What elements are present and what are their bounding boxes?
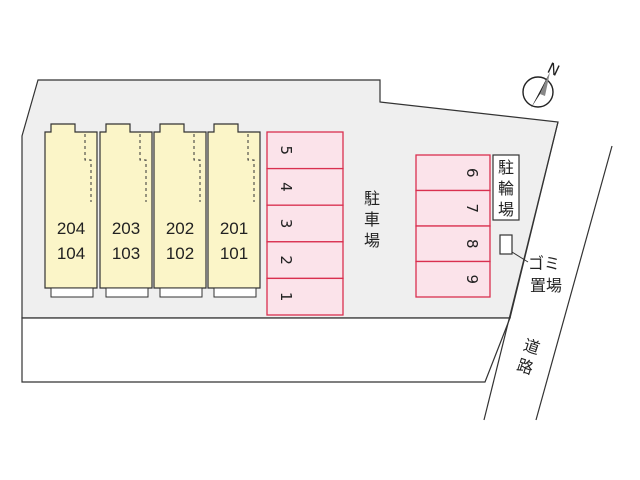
- bicycle-label-char: 駐: [498, 158, 514, 177]
- building-outline: [99, 123, 153, 289]
- unit-number-upper: 204: [57, 219, 85, 238]
- parking-label-char: 車: [364, 210, 380, 229]
- parking-label-char: 場: [364, 231, 380, 250]
- road-edge-line: [483, 121, 559, 421]
- garbage-leader-line: [511, 251, 529, 263]
- parking-slot-number: 4: [277, 182, 295, 192]
- building-outline: [153, 123, 207, 289]
- parking-slot: 8: [415, 225, 491, 263]
- parking-slot-number: 2: [277, 255, 295, 265]
- parking-slot: 2: [266, 241, 344, 280]
- compass-letter: N: [545, 59, 563, 80]
- compass-needle-icon: [540, 72, 550, 96]
- unit-number-lower: 101: [220, 244, 248, 263]
- road-edge-line: [535, 145, 613, 421]
- parking-slot: 6: [415, 154, 491, 192]
- parking-slot-box: [266, 204, 344, 243]
- parking-slot-number: 5: [277, 146, 295, 156]
- parking-slot-box: [415, 154, 491, 192]
- parking-slot-box: [415, 225, 491, 263]
- garbage-area-box: [499, 234, 513, 255]
- compass-circle: [522, 76, 554, 108]
- unit-number-lower: 103: [112, 244, 140, 263]
- compass-needle-icon: [531, 72, 550, 108]
- unit-number-upper: 202: [166, 219, 194, 238]
- parking-slot-box: [415, 260, 491, 298]
- parking-slot-box: [266, 277, 344, 316]
- parking-slot-number: 3: [277, 219, 295, 229]
- parking-slot-number: 7: [463, 203, 481, 213]
- unit-number-lower: 104: [57, 244, 85, 263]
- parking-slot-number: 1: [277, 292, 295, 302]
- road-label: 道 路: [515, 335, 543, 378]
- garbage-label: ゴミ: [528, 254, 560, 273]
- parking-slot: 3: [266, 204, 344, 243]
- compass: N: [522, 59, 563, 108]
- stair-dashed-line: [247, 134, 255, 202]
- building-outline: [207, 123, 261, 289]
- balcony: [105, 287, 149, 298]
- garbage-label: 置場: [530, 276, 562, 295]
- parking-slot: 9: [415, 260, 491, 298]
- road-label-char: 路: [515, 355, 536, 378]
- parking-slot-number: 8: [463, 239, 481, 249]
- unit-number-upper: 201: [220, 219, 248, 238]
- stair-dashed-line: [193, 134, 201, 202]
- unit-number-lower: 102: [166, 244, 194, 263]
- bicycle-label-char: 場: [498, 200, 514, 219]
- balcony: [213, 287, 257, 298]
- unit-number-upper: 203: [112, 219, 140, 238]
- stair-dashed-line: [84, 134, 92, 202]
- parking-slot: 1: [266, 277, 344, 316]
- parking-slot: 4: [266, 167, 344, 206]
- bicycle-parking-box: [492, 154, 520, 221]
- parking-slot-number: 9: [463, 274, 481, 284]
- parking-slot-number: 6: [463, 168, 481, 178]
- balcony: [50, 287, 94, 298]
- parking-group-left: 5 4 3 2 1: [266, 131, 344, 316]
- building-outline: [44, 123, 98, 289]
- parking-label-char: 駐: [364, 189, 380, 208]
- parking-slot: 7: [415, 189, 491, 227]
- stair-dashed-line: [139, 134, 147, 202]
- parking-slot: 5: [266, 131, 344, 170]
- parking-slot-box: [266, 167, 344, 206]
- parking-slot-box: [415, 189, 491, 227]
- parking-group-right: 6 7 8 9: [415, 154, 491, 298]
- road-area: [21, 317, 511, 383]
- balcony: [159, 287, 203, 298]
- road-label-char: 道: [521, 335, 542, 358]
- bicycle-label-char: 輪: [498, 179, 514, 198]
